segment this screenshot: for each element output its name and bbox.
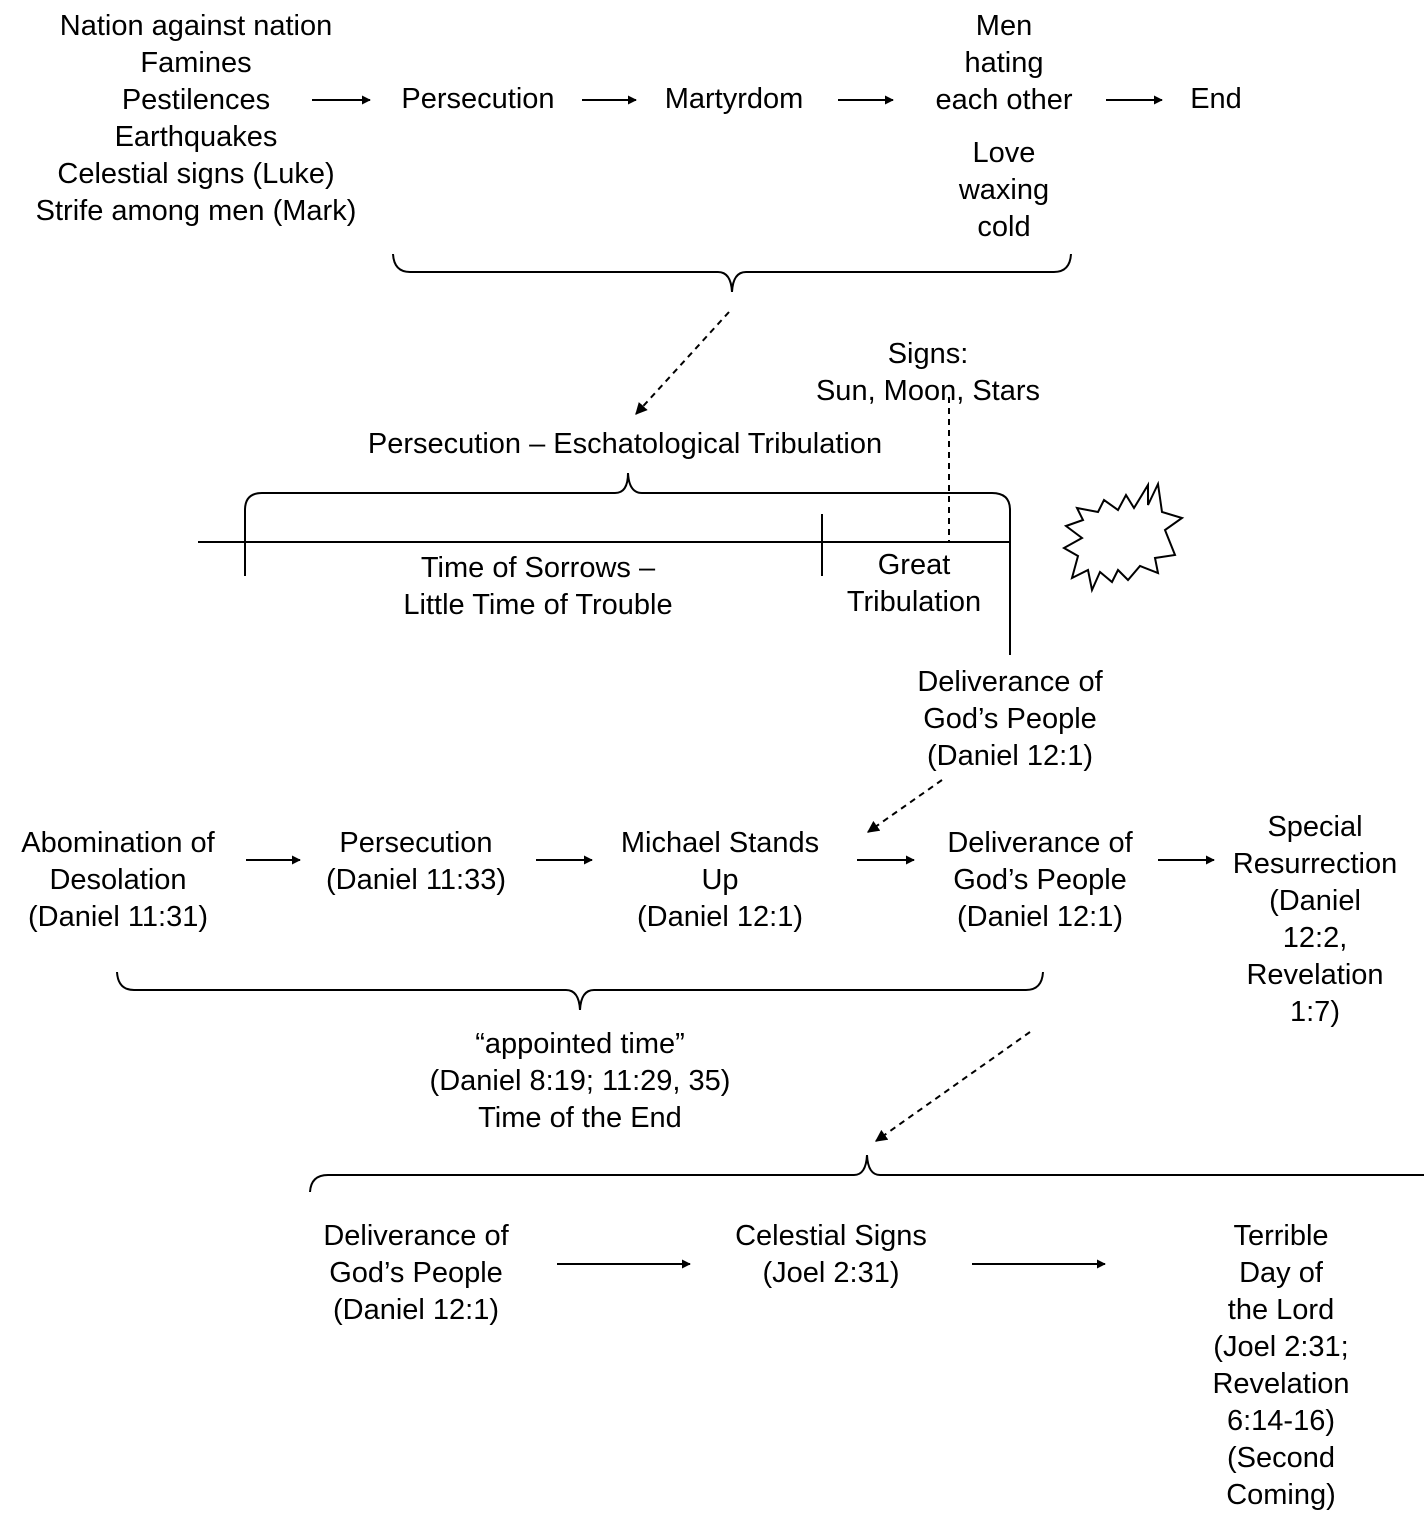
appointed-time-brace — [116, 971, 1044, 1011]
dashed-arrow-to-joel-row — [875, 1031, 1031, 1142]
appointed-time-label: “appointed time” (Daniel 8:19; 11:29, 35… — [429, 1028, 731, 1134]
timeline-deliverance-label: Deliverance of God’s People (Daniel 12:1… — [917, 666, 1103, 772]
signs-list: Nation against nation Famines Pestilence… — [35, 10, 357, 227]
tribulation-label: Persecution – Eschatological Tribulation — [367, 428, 883, 460]
celestial-signs-label: Celestial Signs (Joel 2:31) — [735, 1220, 927, 1289]
daniel-deliverance-label: Deliverance of God’s People (Daniel 12:1… — [947, 827, 1133, 933]
joel-brace — [309, 1154, 1424, 1193]
special-resurrection-label: Special Resurrection (Daniel 12:2, Revel… — [1232, 811, 1398, 1028]
martyrdom-label: Martyrdom — [664, 83, 804, 115]
end-label: End — [1190, 83, 1242, 115]
time-of-sorrows-label: Time of Sorrows – Little Time of Trouble — [403, 552, 673, 621]
terrible-day-label: Terrible Day of the Lord (Joel 2:31; Rev… — [1212, 1220, 1350, 1511]
top-brace — [392, 253, 1072, 293]
love-cold-label: Love waxing cold — [958, 137, 1050, 243]
signs-sun-moon-stars-label: Signs: Sun, Moon, Stars — [815, 338, 1041, 407]
abomination-label: Abomination of Desolation (Daniel 11:31) — [21, 827, 215, 933]
men-hating-label: Men hating each other — [935, 10, 1073, 116]
persecution-label: Persecution — [401, 83, 555, 115]
daniel-persecution-label: Persecution (Daniel 11:33) — [325, 827, 507, 896]
diagram-canvas: Nation against nation Famines Pestilence… — [21, 10, 1424, 1511]
dashed-arrow-to-michael — [867, 779, 943, 833]
dashed-arrow-to-tribulation — [635, 311, 730, 415]
joel-deliverance-label: Deliverance of God’s People (Daniel 12:1… — [323, 1220, 509, 1326]
michael-stands-up-label: Michael Stands Up (Daniel 12:1) — [620, 827, 820, 933]
connector-layer — [116, 95, 1424, 1269]
starburst-icon — [1061, 480, 1185, 594]
great-tribulation-label: Great Tribulation — [846, 549, 982, 618]
tribulation-brace — [244, 472, 1011, 511]
